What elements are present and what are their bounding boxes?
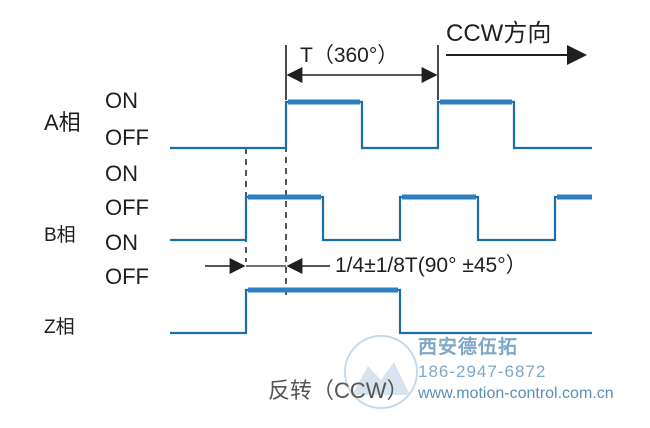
waveform-a [170,99,592,150]
diagram-caption: 反转（CCW） [268,378,409,403]
a-on-label: ON [105,88,138,113]
watermark-company: 西安德伍拓 [418,337,519,358]
b-off-label-1: OFF [105,195,149,220]
z-phase-name: Z相 [44,317,75,338]
direction-label: CCW方向 [446,20,552,47]
b-phase-name: B相 [44,225,76,246]
a-off-label: OFF [105,125,149,150]
b-on-label-1: ON [105,161,138,186]
watermark-url: www.motion-control.com.cn [418,385,614,402]
a-phase-name: A相 [44,110,81,135]
waveform-b [170,194,592,242]
b-off-label-2: OFF [105,264,149,289]
b-on-label-2: ON [105,230,138,255]
period-label: T（360°） [300,44,399,67]
watermark-emblem [344,335,418,409]
watermark-phone: 186-2947-6872 [418,362,547,381]
phase-shift-label: 1/4±1/8T(90° ±45°） [335,254,527,277]
waveform-z [170,287,592,335]
period-dimension [285,45,439,100]
